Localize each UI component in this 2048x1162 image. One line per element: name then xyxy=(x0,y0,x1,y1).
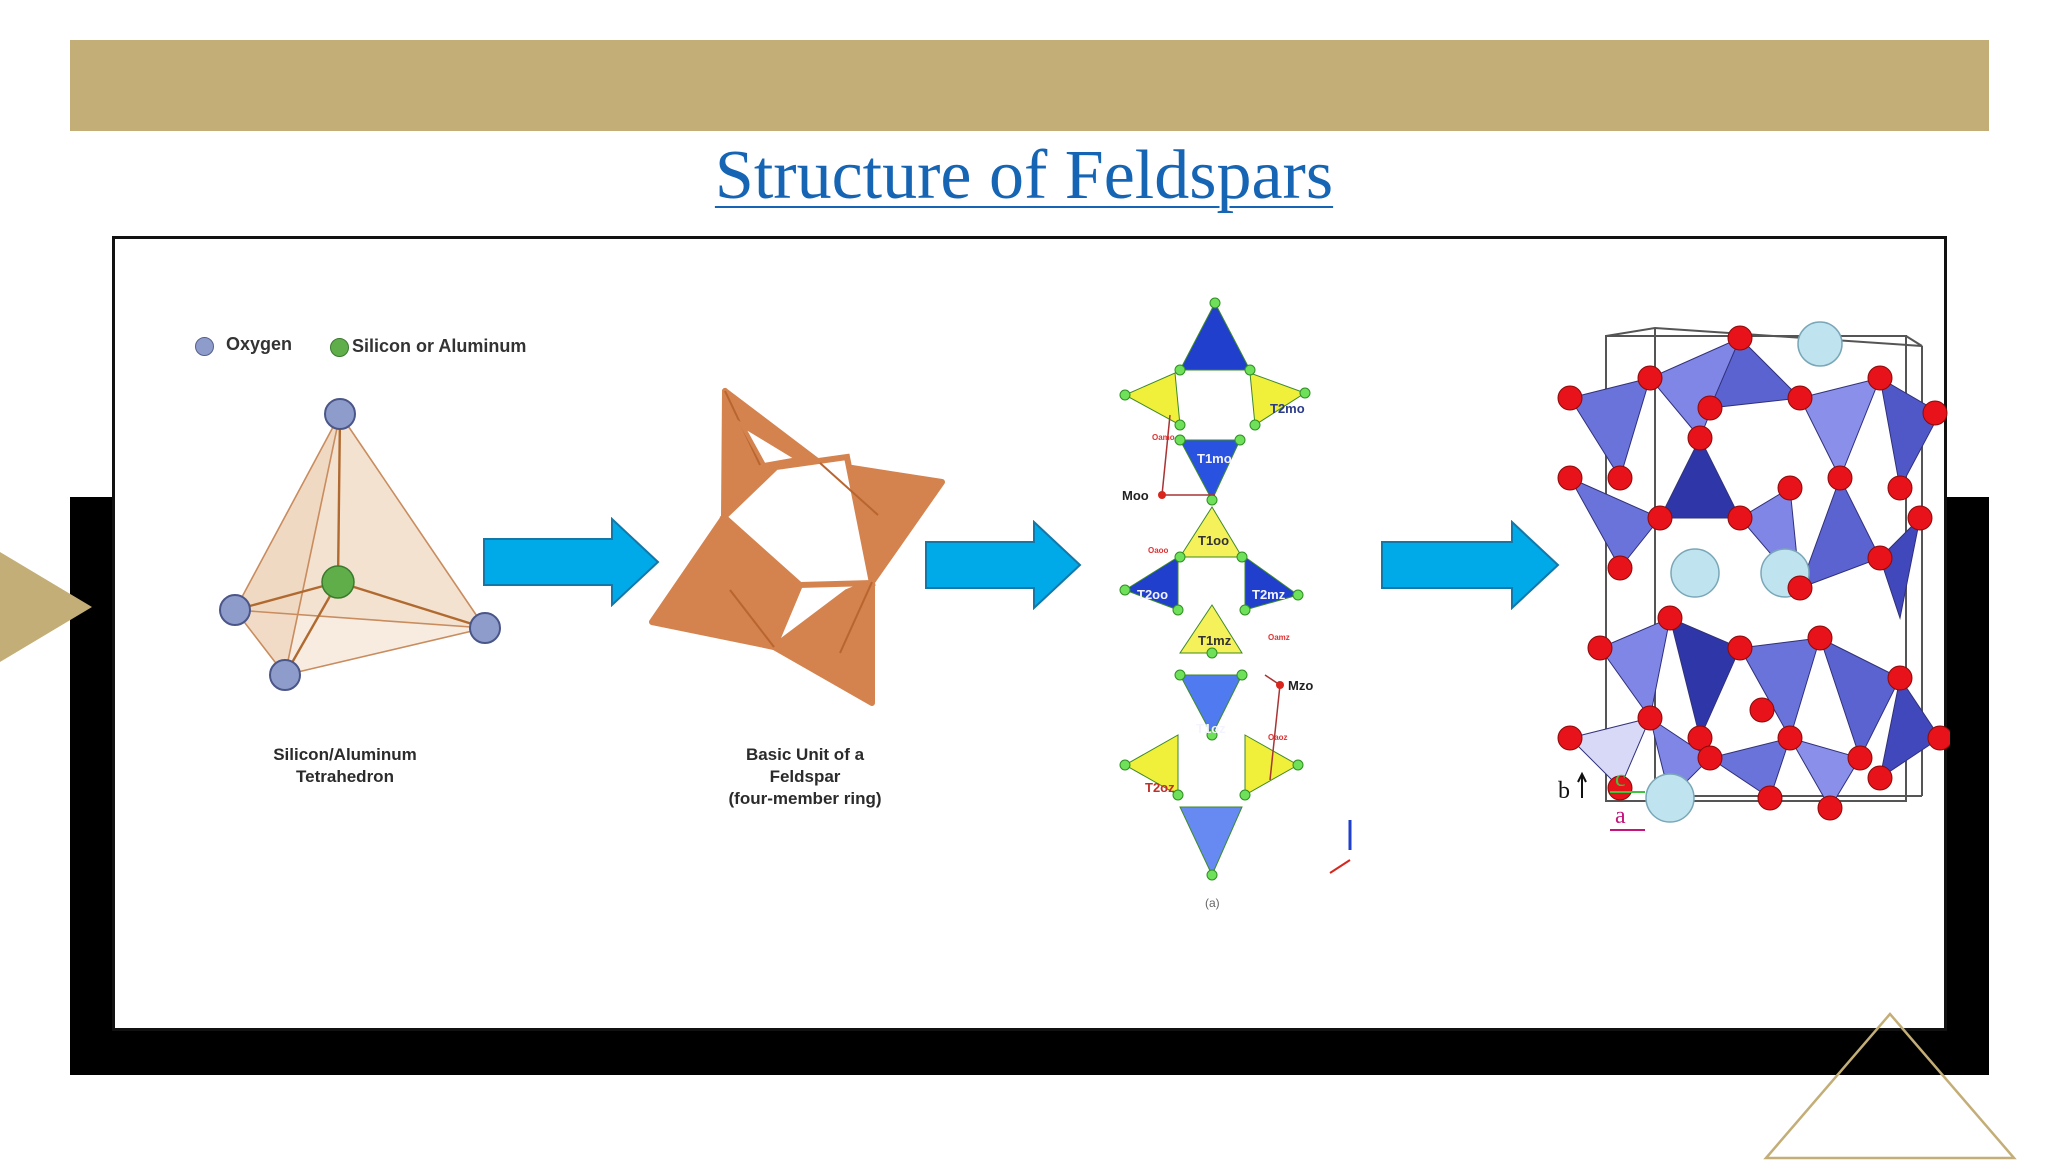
slide-title: Structure of Feldspars xyxy=(714,137,1334,214)
outline-triangle-icon xyxy=(1763,1012,2017,1160)
svg-text:T2oz: T2oz xyxy=(1145,780,1175,795)
svg-text:c: c xyxy=(1615,766,1626,792)
svg-text:Oaoo: Oaoo xyxy=(1148,546,1169,555)
play-triangle-icon xyxy=(0,552,92,662)
header-band xyxy=(70,40,1989,131)
svg-text:Oaoz: Oaoz xyxy=(1268,733,1288,742)
four-member-ring-figure xyxy=(649,388,945,706)
svg-text:T1mo: T1mo xyxy=(1197,451,1232,466)
svg-text:T1oo: T1oo xyxy=(1198,533,1229,548)
svg-text:(a): (a) xyxy=(1205,896,1220,910)
legend-silicon: Silicon or Aluminum xyxy=(352,336,527,356)
svg-text:T2mz: T2mz xyxy=(1252,587,1286,602)
ring-caption: Basic Unit of a Feldspar (four-member ri… xyxy=(728,745,882,808)
arrow-right-icon xyxy=(1381,520,1560,610)
svg-text:T2oo: T2oo xyxy=(1137,587,1168,602)
svg-text:Oamo: Oamo xyxy=(1152,433,1175,442)
svg-text:Oamz: Oamz xyxy=(1268,633,1290,642)
svg-text:Moo: Moo xyxy=(1122,488,1149,503)
crankshaft-chain-figure: T2mo T1mo Moo T1oo T2oo T2mz T1mz Mzo T1… xyxy=(1119,297,1352,910)
oxygen-legend-dot xyxy=(195,337,214,356)
legend-oxygen: Oxygen xyxy=(226,334,293,354)
tetrahedron-figure xyxy=(219,398,501,691)
silicon-legend-dot xyxy=(330,338,349,357)
svg-text:b: b xyxy=(1558,778,1570,804)
arrow-right-icon xyxy=(925,520,1082,610)
svg-text:a: a xyxy=(1615,803,1626,829)
svg-text:T1oz: T1oz xyxy=(1196,721,1226,736)
unit-cell-figure: b c a xyxy=(1557,321,1950,831)
svg-text:T2mo: T2mo xyxy=(1270,401,1305,416)
svg-text:Mzo: Mzo xyxy=(1288,678,1313,693)
tetrahedron-caption: Silicon/Aluminum Tetrahedron xyxy=(273,745,417,786)
arrow-right-icon xyxy=(483,517,660,607)
svg-text:T1mz: T1mz xyxy=(1198,633,1232,648)
